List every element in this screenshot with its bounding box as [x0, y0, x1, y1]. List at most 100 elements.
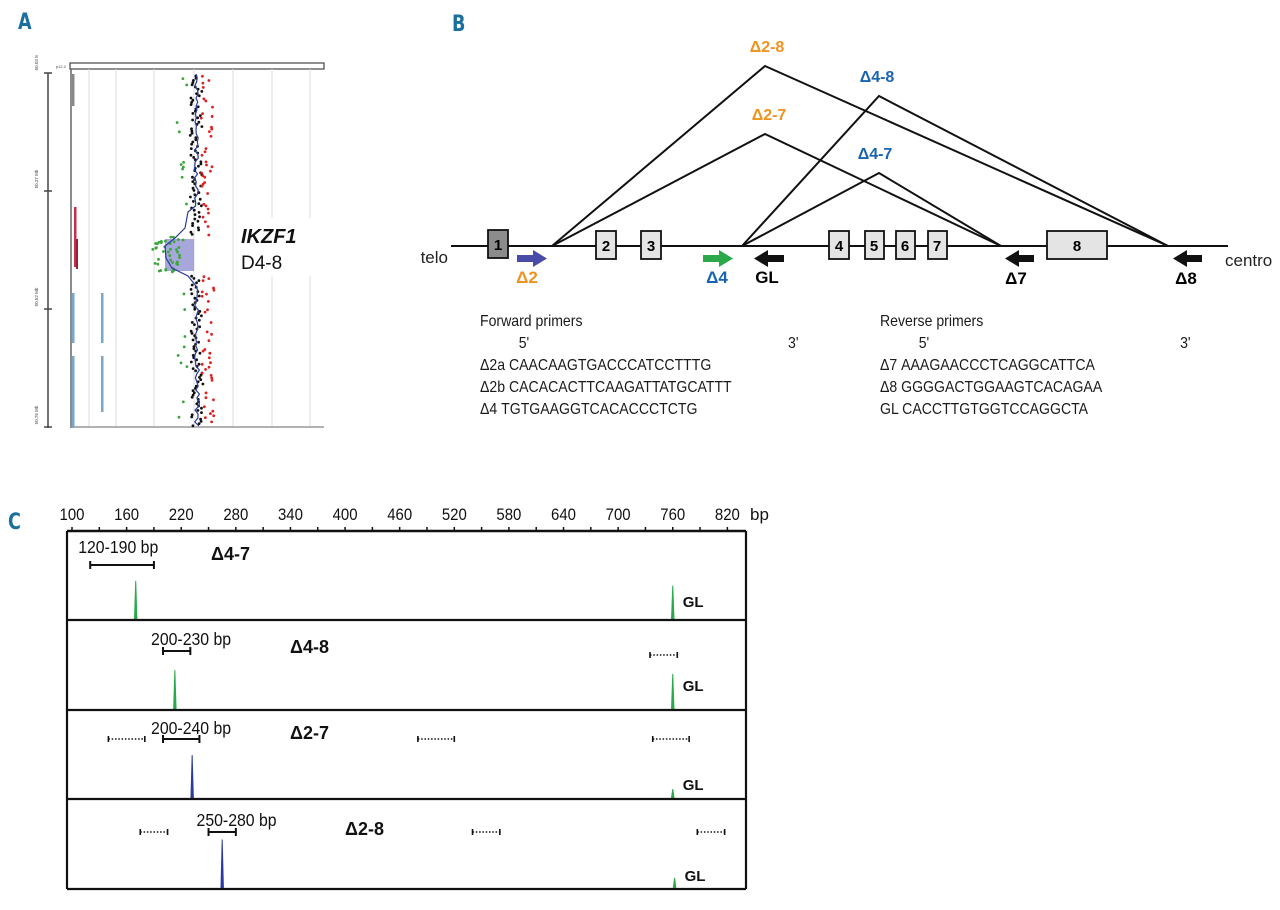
deletion-label-2-8: Δ2-8 — [750, 39, 785, 56]
segment-trend-line — [164, 73, 201, 427]
svg-text:7: 7 — [933, 238, 941, 255]
chromosome-band-frame — [69, 62, 325, 70]
svg-text:8: 8 — [1073, 238, 1081, 255]
svg-text:1: 1 — [494, 237, 502, 254]
gene-track — [72, 293, 75, 343]
deletion-4-8-line — [741, 94, 1169, 247]
peak-label-gl: GL — [685, 868, 706, 885]
peak-label-gl: GL — [683, 777, 704, 794]
panel-a-letter: A — [18, 10, 32, 35]
five-prime-label: 5' — [518, 335, 530, 352]
x-tick-label: 700 — [606, 506, 631, 524]
svg-text:4: 4 — [835, 238, 844, 255]
lane-deletion-name: Δ2-8 — [345, 819, 384, 839]
telo-label: telo — [421, 248, 448, 267]
y-tick-label: 50.03 Mb — [34, 55, 39, 70]
peak — [672, 877, 677, 888]
lane-deletion-name: Δ2-7 — [290, 723, 329, 743]
deletion-label-4-8: Δ4-8 — [860, 69, 895, 86]
x-tick-label: 640 — [551, 506, 576, 524]
primer-row: Δ8 GGGGACTGGAAGTCACAGAA — [880, 379, 1103, 396]
exon-7: 7 — [927, 230, 948, 260]
exon-2: 2 — [595, 230, 617, 260]
reverse-primers-table: Reverse primers 5' 3' Δ7 AAAGAACCCTCAGGC… — [880, 311, 1214, 421]
exon-3: 3 — [640, 230, 662, 260]
peak-label-gl: GL — [683, 678, 704, 695]
deletion-4-7-line — [741, 171, 1002, 247]
x-unit-label: bp — [750, 505, 769, 524]
primer-row: Δ2b CACACACTTCAAGATTATGCATTT — [480, 379, 732, 396]
x-tick-label: 100 — [60, 506, 85, 524]
x-tick-label: 160 — [114, 506, 139, 524]
primer-label-d7: Δ7 — [1005, 269, 1027, 288]
x-tick-label: 580 — [496, 506, 521, 524]
gene-track — [72, 356, 75, 428]
reverse-primers-title: Reverse primers — [880, 313, 984, 330]
range-label: 200-230 bp — [151, 629, 231, 649]
peak — [173, 670, 177, 709]
deletion-2-8-line — [551, 64, 1169, 247]
centro-label: centro — [1225, 251, 1272, 270]
panel-b-exon-diagram: telo centro Δ2-8 Δ2-7 Δ4-8 Δ4-7 1 2 3 4 … — [421, 39, 1273, 288]
x-tick-label: 340 — [278, 506, 303, 524]
panel-b-letter: B — [452, 12, 466, 37]
svg-text:6: 6 — [901, 238, 909, 255]
lane-deletion-name: Δ4-8 — [290, 637, 329, 657]
exon-1: 1 — [487, 229, 509, 259]
primer-arrow-d2-icon — [517, 250, 547, 267]
exon-8: 8 — [1046, 230, 1108, 260]
primer-arrow-d8-icon — [1173, 250, 1202, 267]
primer-label-d8: Δ8 — [1175, 269, 1197, 288]
peak — [671, 673, 675, 709]
gene-track — [72, 74, 75, 106]
three-prime-label: 3' — [1180, 335, 1191, 352]
forward-primers-title: Forward primers — [480, 313, 583, 330]
primer-row: GL CACCTTGTGGTCCAGGCTA — [880, 401, 1089, 418]
forward-primers-table: Forward primers 5' 3' Δ2a CAACAAGTGACCCA… — [480, 311, 814, 421]
svg-text:3: 3 — [647, 238, 655, 255]
svg-text:5: 5 — [870, 238, 878, 255]
primer-row: Δ7 AAAGAACCCTCAGGCATTCA — [880, 357, 1095, 374]
exon-4: 4 — [828, 230, 850, 260]
primer-row: Δ2a CAACAAGTGACCCATCCTTTG — [480, 357, 712, 374]
three-prime-label: 3' — [788, 335, 799, 352]
y-tick-label: 50.27 Mb — [34, 169, 39, 188]
primer-label-d2: Δ2 — [516, 268, 538, 287]
peak — [671, 585, 675, 619]
peak — [220, 839, 224, 888]
x-tick-label: 820 — [715, 506, 740, 524]
range-label: 250-280 bp — [197, 810, 277, 830]
exon-5: 5 — [864, 230, 885, 260]
gene-track — [101, 356, 104, 412]
peak — [670, 788, 675, 798]
gene-track — [101, 293, 104, 343]
lane-3: 200-240 bp Δ2-7GL — [67, 708, 746, 798]
primer-label-d4: Δ4 — [706, 268, 728, 287]
range-label: 200-240 bp — [151, 718, 231, 738]
y-axis-ticks: 50.03 Mb 50.27 Mb 50.52 Mb 50.76 Mb — [34, 55, 52, 428]
peak-label-gl: GL — [683, 594, 704, 611]
peak — [133, 580, 138, 619]
x-tick-label: 520 — [442, 506, 467, 524]
five-prime-label: 5' — [918, 335, 930, 352]
deletion-label-2-7: Δ2-7 — [752, 107, 787, 124]
primer-label-gl: GL — [755, 268, 779, 287]
primer-arrow-d4-icon — [703, 250, 733, 267]
band-label: p12.2 — [56, 64, 67, 69]
x-tick-label: 400 — [333, 506, 358, 524]
deletion-label-4-7: Δ4-7 — [858, 146, 893, 163]
y-tick-label: 50.52 Mb — [34, 287, 39, 306]
primer-arrow-d7-icon — [1005, 250, 1034, 267]
deletion-2-7-line — [551, 132, 1002, 247]
panel-c-letter: C — [8, 510, 21, 535]
exon-6: 6 — [895, 230, 916, 260]
lane-2: 200-230 bp Δ4-8GL — [67, 618, 746, 709]
lane-deletion-name: Δ4-7 — [211, 544, 250, 564]
y-tick-label: 50.76 Mb — [34, 405, 39, 424]
lane-4: 250-280 bp Δ2-8GL — [67, 797, 746, 888]
primer-row: Δ4 TGTGAAGGTCACACCCTCTG — [480, 401, 698, 418]
deletion-label: D4-8 — [241, 253, 282, 274]
